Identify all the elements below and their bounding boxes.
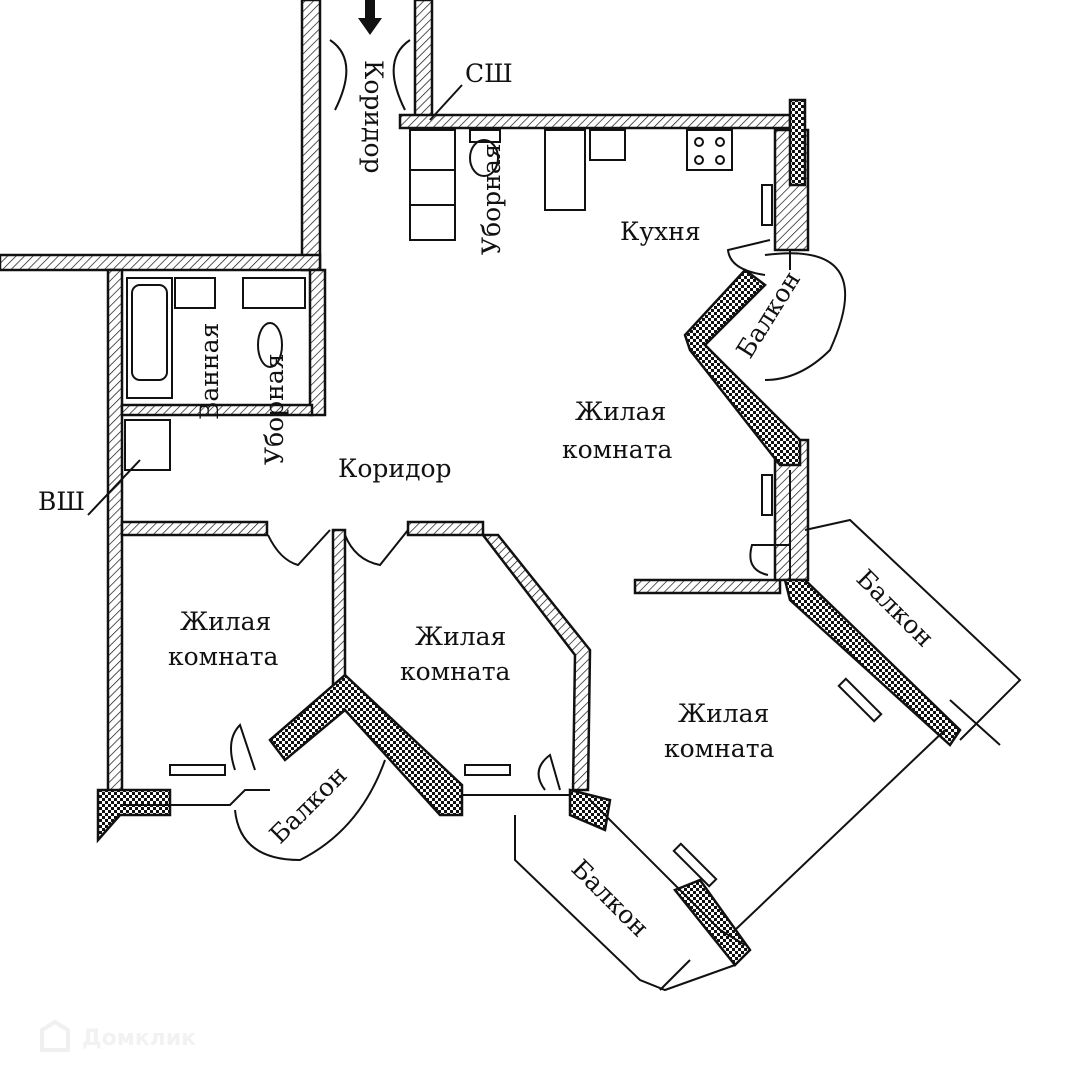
toilet-left [257,322,283,368]
bathtub [126,277,173,399]
balcony-right-outline [804,518,1022,741]
doors [230,39,790,791]
stove [686,129,733,171]
radiator [672,842,718,888]
label-living-center-1: Жилая [575,397,666,426]
domclick-logo-icon [40,1019,70,1052]
balcony-kitchen-outline [764,252,846,381]
label-toilet-left: Уборная [260,353,289,465]
label-living-center-2: комната [562,435,673,464]
walls [0,0,962,967]
sink-bath [174,277,216,309]
label-living-left-1: Жилая [180,607,271,636]
label-corridor-main: Коридор [338,454,452,483]
label-shaft-left: ВШ [38,487,85,516]
svg-text:Домклик: Домклик [82,1026,196,1051]
label-living-left-2: комната [168,642,279,671]
balcony-left-outline [234,759,386,862]
radiator [761,184,773,226]
label-shaft-top: СШ [465,59,513,88]
kitchen-sink [589,129,626,161]
label-bathroom: Ванная [195,323,224,420]
label-living-right-1: Жилая [678,699,769,728]
radiator [837,677,883,723]
label-kitchen: Кухня [620,217,701,246]
radiator [169,764,226,776]
label-living-mid-1: Жилая [415,622,506,651]
balcony-bottom-outline [514,815,736,992]
shower [544,129,586,211]
toilet-top [469,139,499,177]
fixtures [124,0,883,888]
radiator [464,764,511,776]
outline [122,250,1022,992]
watermark: Домклик [40,1019,196,1052]
label-toilet-top: Уборная [477,143,506,255]
label-living-right-2: комната [664,734,775,763]
radiator [761,474,773,516]
label-balcony-left: Балкон [264,761,353,850]
label-balcony-bottom: Балкон [566,854,655,943]
label-living-mid-2: комната [400,657,511,686]
entrance-arrow-icon [358,0,382,35]
label-corridor-top: Коридор [359,60,388,174]
